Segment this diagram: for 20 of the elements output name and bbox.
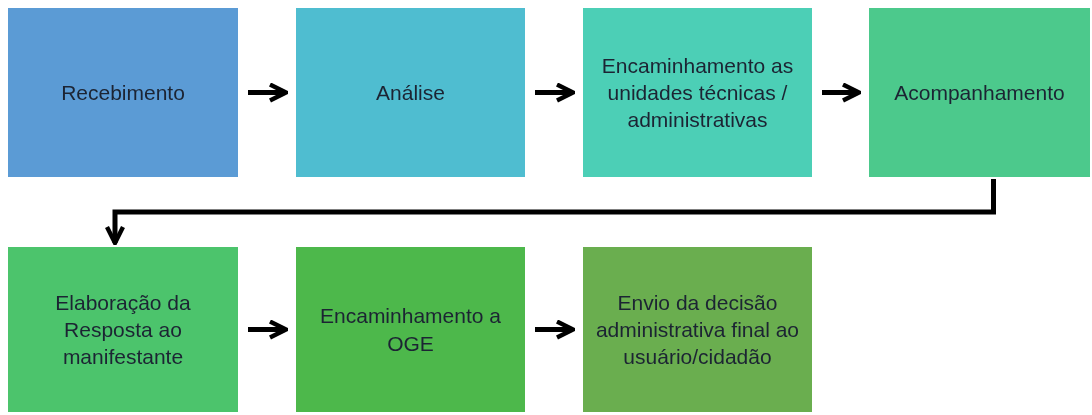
arrow	[248, 82, 289, 103]
step-label: Encaminhamento as unidades técnicas / administrativas	[600, 52, 795, 134]
arrow	[104, 179, 996, 246]
process-box	[296, 247, 525, 412]
step-label: Envio da decisão administrativa final ao usuário/cidadão	[594, 289, 801, 371]
step-label: Elaboração da Resposta ao manifestante	[54, 289, 192, 371]
process-box	[869, 8, 1090, 177]
step-label: Recebimento	[61, 79, 185, 106]
process-box	[583, 247, 812, 412]
arrow	[822, 82, 862, 103]
process-box	[8, 8, 238, 177]
step-label: Encaminhamento a OGE	[319, 303, 502, 357]
arrow	[535, 82, 576, 103]
process-box	[296, 8, 525, 177]
arrow	[248, 319, 289, 340]
step-label: Acompanhamento	[894, 79, 1065, 106]
process-box	[8, 247, 238, 412]
step-label: Análise	[376, 79, 445, 106]
arrow	[535, 319, 576, 340]
process-box	[583, 8, 812, 177]
